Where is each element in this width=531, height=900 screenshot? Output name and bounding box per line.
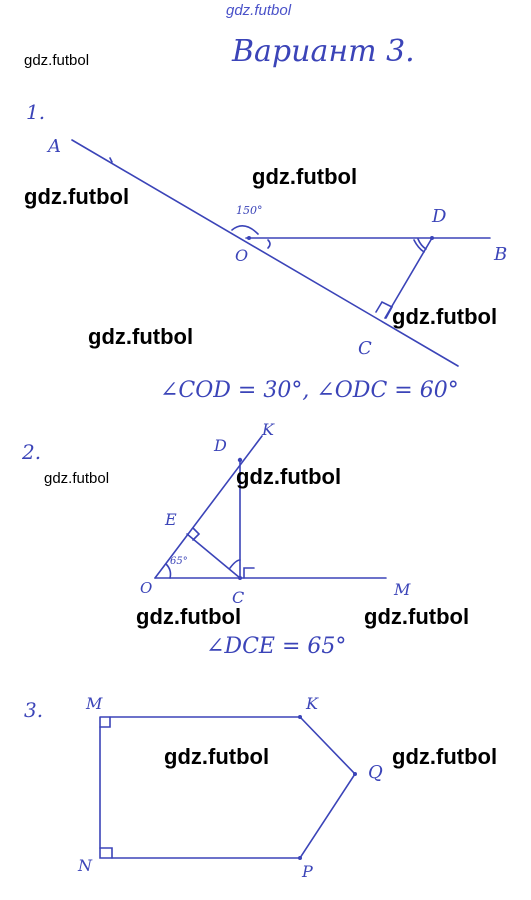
point-d bbox=[430, 236, 434, 240]
point-q bbox=[353, 772, 357, 776]
label-c: C bbox=[358, 338, 372, 359]
label-b: B bbox=[494, 244, 508, 265]
watermark: gdz.futbol bbox=[44, 470, 110, 487]
label-p: P bbox=[302, 862, 313, 881]
point-c bbox=[238, 576, 242, 580]
task2-answer: ∠DCE = 65° bbox=[206, 634, 347, 659]
line-ac bbox=[71, 139, 459, 367]
angle-arc-cod bbox=[267, 239, 271, 249]
task3-number: 3. bbox=[24, 698, 44, 722]
watermark: gdz.futbol bbox=[24, 52, 90, 69]
angle-label-65: 65° bbox=[170, 556, 188, 567]
angle-arc-dce bbox=[229, 559, 241, 569]
watermark: gdz.futbol bbox=[392, 744, 498, 769]
task1-answer: ∠COD = 30°, ∠ODC = 60° bbox=[160, 378, 459, 403]
task1-number: 1. bbox=[26, 100, 46, 124]
watermark: gdz.futbol bbox=[88, 324, 194, 349]
angle-arc-odc bbox=[413, 239, 425, 253]
label-o: O bbox=[235, 246, 249, 265]
point-k bbox=[298, 715, 302, 719]
label-k3: K bbox=[306, 694, 318, 713]
watermark-top: gdz.futbol bbox=[226, 2, 292, 19]
angle-label-150: 150° bbox=[236, 204, 263, 217]
watermark: gdz.futbol bbox=[392, 304, 498, 329]
label-c2: C bbox=[232, 588, 245, 607]
point-p bbox=[298, 856, 302, 860]
angle-arc-150 bbox=[231, 225, 259, 235]
label-q: Q bbox=[368, 762, 383, 783]
label-m3: M bbox=[86, 694, 103, 713]
pentagon-mkqpn bbox=[99, 716, 357, 859]
label-d: D bbox=[432, 206, 447, 227]
task1-diagram bbox=[71, 139, 491, 367]
page-title: Вариант 3. bbox=[232, 34, 415, 69]
segment-ec bbox=[186, 533, 241, 579]
right-angle-n bbox=[99, 847, 113, 859]
label-n: N bbox=[78, 856, 92, 875]
label-e: E bbox=[165, 510, 177, 529]
angle-arc-65 bbox=[165, 563, 172, 579]
label-o2: O bbox=[140, 579, 153, 597]
task3-diagram bbox=[99, 715, 357, 860]
watermark: gdz.futbol bbox=[236, 464, 342, 489]
watermark: gdz.futbol bbox=[164, 744, 270, 769]
tick-a bbox=[109, 157, 113, 163]
point-d bbox=[237, 457, 243, 463]
watermark: gdz.futbol bbox=[364, 604, 470, 629]
label-m: M bbox=[394, 580, 411, 599]
ray-ok bbox=[154, 435, 263, 579]
right-angle-c bbox=[243, 567, 255, 579]
task2-number: 2. bbox=[22, 440, 42, 464]
watermark: gdz.futbol bbox=[252, 164, 358, 189]
label-d2: D bbox=[214, 436, 227, 455]
watermark: gdz.futbol bbox=[24, 184, 130, 209]
point-o bbox=[247, 236, 251, 240]
angle-arc-odc-2 bbox=[417, 238, 427, 250]
right-angle-c bbox=[375, 300, 394, 319]
task2-diagram bbox=[154, 435, 387, 580]
label-a: A bbox=[48, 136, 61, 157]
right-angle-m bbox=[99, 716, 111, 728]
watermark: gdz.futbol bbox=[136, 604, 242, 629]
right-angle-e bbox=[192, 527, 201, 541]
label-k: K bbox=[262, 420, 274, 439]
